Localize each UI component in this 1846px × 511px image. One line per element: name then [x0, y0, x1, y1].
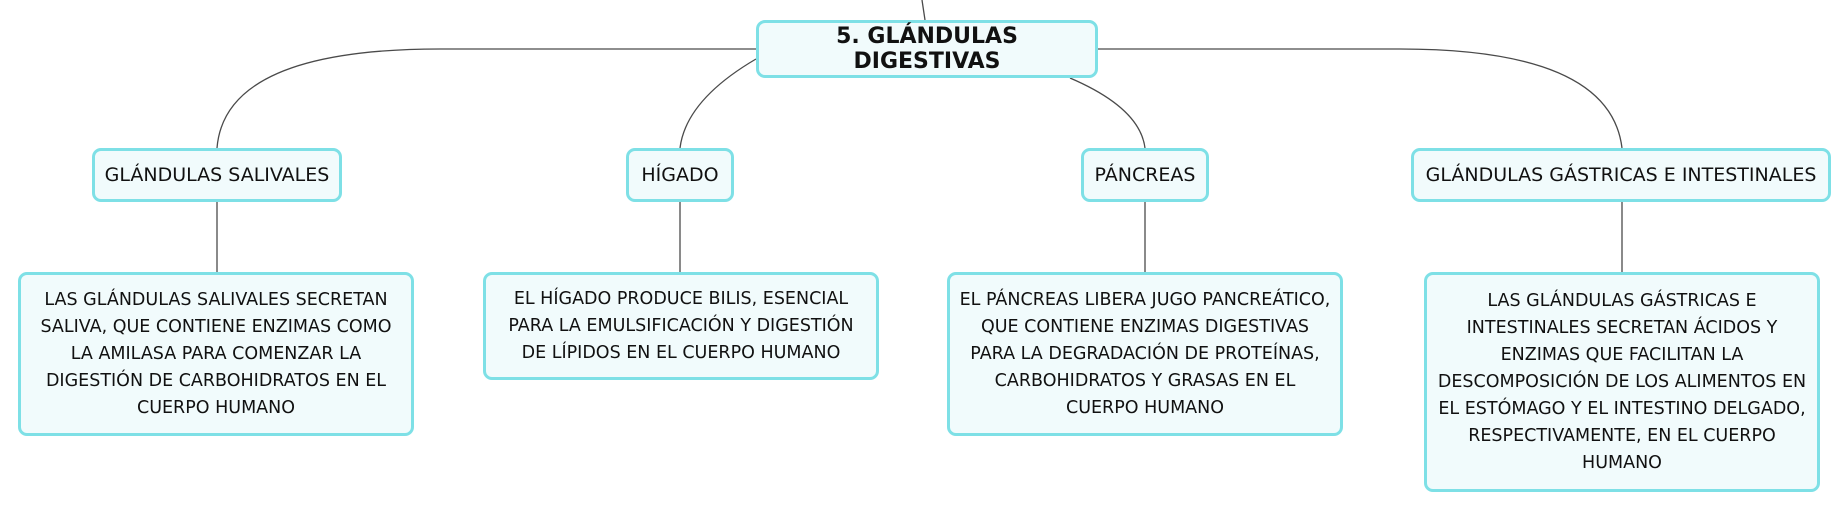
- connector-root-to-gastricas: [1098, 48, 1623, 149]
- connector-root-to-salivales: [216, 48, 756, 149]
- topic-node-label: PÁNCREAS: [1094, 164, 1196, 186]
- description-text: EL PÁNCREAS LIBERA JUGO PANCREÁTICO, QUE…: [959, 289, 1331, 418]
- description-text: LAS GLÁNDULAS GÁSTRICAS E INTESTINALES S…: [1437, 290, 1807, 473]
- topic-node-label: GLÁNDULAS SALIVALES: [104, 164, 330, 186]
- topic-node-label: GLÁNDULAS GÁSTRICAS E INTESTINALES: [1425, 164, 1817, 186]
- description-node-glandulas-salivales[interactable]: LAS GLÁNDULAS SALIVALES SECRETAN SALIVA,…: [18, 272, 414, 436]
- connector-root-to-higado: [679, 58, 757, 149]
- topic-node-pancreas[interactable]: PÁNCREAS: [1081, 148, 1209, 202]
- topic-node-glandulas-gastricas-intestinales[interactable]: GLÁNDULAS GÁSTRICAS E INTESTINALES: [1411, 148, 1831, 202]
- description-node-pancreas[interactable]: EL PÁNCREAS LIBERA JUGO PANCREÁTICO, QUE…: [947, 272, 1343, 436]
- description-node-higado[interactable]: EL HÍGADO PRODUCE BILIS, ESENCIAL PARA L…: [483, 272, 879, 380]
- topic-node-glandulas-salivales[interactable]: GLÁNDULAS SALIVALES: [92, 148, 342, 202]
- description-text: LAS GLÁNDULAS SALIVALES SECRETAN SALIVA,…: [40, 289, 392, 418]
- topic-node-higado[interactable]: HÍGADO: [626, 148, 734, 202]
- root-node-label: 5. GLÁNDULAS DIGESTIVAS: [836, 24, 1018, 74]
- description-node-glandulas-gastricas-intestinales[interactable]: LAS GLÁNDULAS GÁSTRICAS E INTESTINALES S…: [1424, 272, 1820, 492]
- topic-node-label: HÍGADO: [641, 164, 719, 186]
- connector-parent-to-root: [921, 0, 926, 21]
- connector-root-to-pancreas: [1069, 77, 1146, 149]
- root-node[interactable]: 5. GLÁNDULAS DIGESTIVAS: [756, 20, 1098, 78]
- description-text: EL HÍGADO PRODUCE BILIS, ESENCIAL PARA L…: [508, 288, 854, 363]
